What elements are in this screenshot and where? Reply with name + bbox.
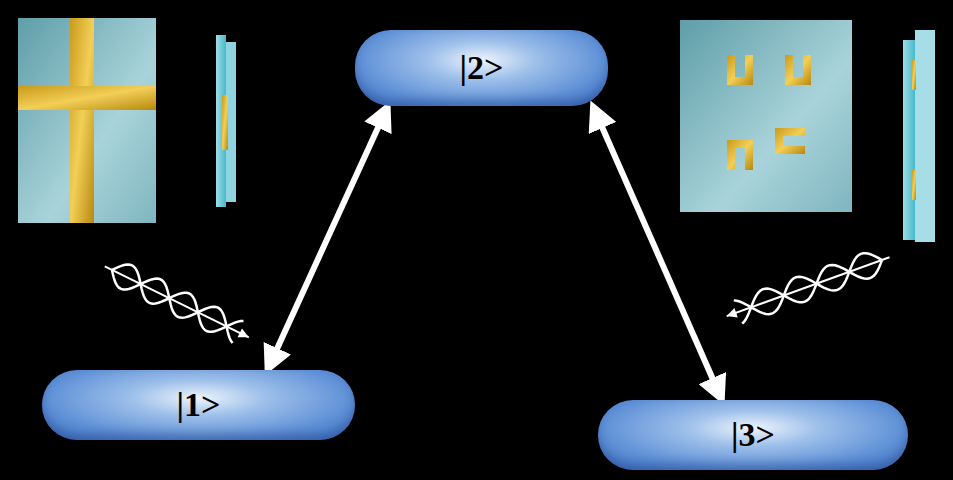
energy-level: |3>	[598, 400, 908, 470]
level-label: |1>	[177, 386, 221, 424]
transition-arrow	[593, 106, 722, 400]
level-label: |3>	[731, 416, 775, 454]
transition-arrow	[267, 106, 388, 370]
cross-side-view	[216, 35, 236, 207]
wave-curve	[742, 260, 882, 324]
split-ring-side-view	[903, 30, 935, 242]
energy-level: |2>	[355, 30, 608, 106]
photon-symbol	[105, 253, 890, 343]
energy-level: |1>	[42, 370, 355, 440]
wave-arrowhead	[727, 308, 738, 317]
cross-metasurface	[18, 18, 156, 223]
level-label: |2>	[460, 49, 504, 87]
wave-arrowhead	[238, 328, 249, 337]
wave-axis	[105, 266, 249, 337]
wave-curve	[112, 265, 243, 332]
wave-axis	[727, 257, 890, 316]
split-ring-metasurface	[680, 20, 852, 212]
